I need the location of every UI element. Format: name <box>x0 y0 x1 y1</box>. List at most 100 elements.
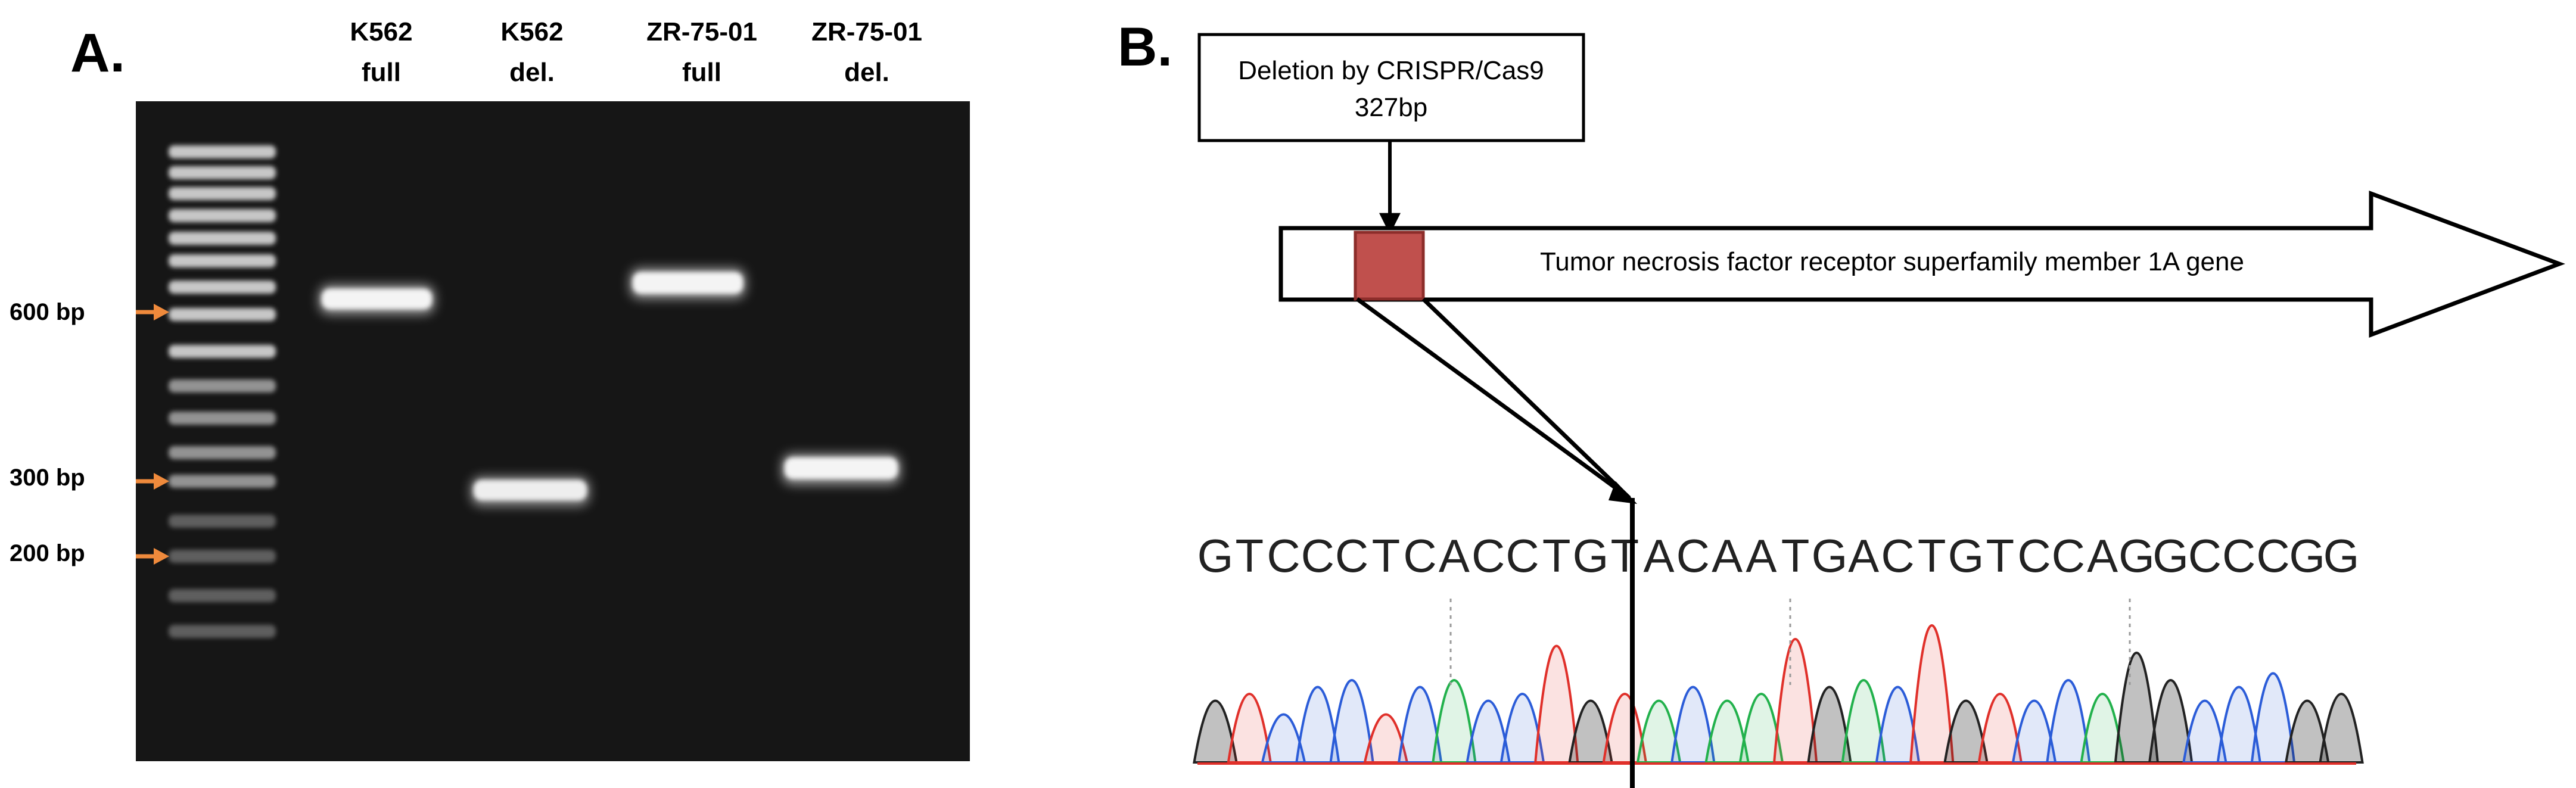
band-k562-full <box>319 285 435 314</box>
trace-peak <box>1636 699 1682 764</box>
ladder-band <box>169 412 276 425</box>
deletion-region <box>1354 231 1425 301</box>
trace-peak <box>1909 624 1955 764</box>
marker-600-arrow <box>136 304 169 320</box>
sequence-base: A <box>2087 530 2118 582</box>
lane-4-sub: del. <box>844 58 889 87</box>
gene-label: Tumor necrosis factor receptor superfami… <box>1540 247 2244 276</box>
ladder-band <box>169 515 276 528</box>
deletion-callout-line1: Deletion by CRISPR/Cas9 <box>1238 56 1544 85</box>
ladder-band <box>169 475 276 488</box>
band-zr7501-del <box>782 454 901 485</box>
sequence-base: C <box>1301 530 1334 582</box>
lane-3-sub: full <box>682 58 721 87</box>
sequence-base: C <box>1676 530 1710 582</box>
sample-bands <box>319 268 901 506</box>
ladder-band <box>169 145 276 158</box>
ladder-band <box>169 209 276 222</box>
trace-peak <box>1499 693 1545 764</box>
sequence-base: G <box>1812 530 1848 582</box>
marker-200-arrow <box>136 548 169 565</box>
sequence-base: C <box>1335 530 1368 582</box>
chromatogram-trace <box>1193 624 2364 764</box>
sequence-base: G <box>1573 530 1609 582</box>
panel-a: A. K562 full K562 del. ZR-75-01 full ZR-… <box>10 17 970 761</box>
band-k562-del <box>471 476 590 506</box>
trace-peak <box>1466 699 1511 764</box>
marker-600-label: 600 bp <box>10 299 85 325</box>
sequence-base: C <box>1471 530 1505 582</box>
trace-peak <box>1363 713 1409 764</box>
sequence-base: G <box>2118 530 2155 582</box>
trace-peak <box>2284 699 2330 764</box>
ladder-band <box>169 254 276 267</box>
ladder-band <box>169 308 276 321</box>
sequence-base: C <box>1881 530 1914 582</box>
sequence-base: C <box>2188 530 2222 582</box>
sequence-base: C <box>2222 530 2255 582</box>
lane-1-sub: full <box>362 58 401 87</box>
trace-peak <box>1534 644 1579 764</box>
sequence-base: C <box>1403 530 1436 582</box>
ladder-band <box>169 232 276 245</box>
zoom-lines <box>1355 297 1637 504</box>
sequence-base: G <box>1948 530 1984 582</box>
size-markers: 600 bp 300 bp 200 bp <box>10 299 169 566</box>
sequence-base: A <box>1712 530 1743 582</box>
sequence-base: G <box>2323 530 2360 582</box>
sequence-base: G <box>2152 530 2189 582</box>
ladder-band <box>169 345 276 358</box>
deletion-callout-line2: 327bp <box>1355 93 1427 122</box>
ladder-band <box>169 187 276 200</box>
position-markers <box>1449 599 2131 685</box>
trace-peak <box>1193 699 1238 764</box>
lane-2-sub: del. <box>509 58 555 87</box>
sequence-base: T <box>1781 530 1810 582</box>
ladder-band <box>169 589 276 602</box>
marker-300-label: 300 bp <box>10 465 85 491</box>
sequence-base: T <box>1372 530 1401 582</box>
trace-peak <box>2114 652 2160 764</box>
ladder-bands <box>169 145 276 638</box>
sequence-base: C <box>1267 530 1300 582</box>
trace-peak <box>2319 693 2364 764</box>
sequence-base: C <box>1505 530 1539 582</box>
trace-peak <box>1875 686 1921 764</box>
trace-peak <box>1772 638 1818 764</box>
gel-image <box>136 101 970 761</box>
sequence-base: C <box>2017 530 2051 582</box>
trace-peak <box>1738 693 1784 764</box>
lane-3-name: ZR-75-01 <box>646 17 757 46</box>
panel-b: B. Deletion by CRISPR/Cas9 327bp Tumor n… <box>1118 17 2565 788</box>
trace-peak <box>1261 713 1306 764</box>
sequence-base: T <box>1542 530 1571 582</box>
sequence-base: A <box>1746 530 1777 582</box>
sequence-base: C <box>2052 530 2085 582</box>
sequence-base: T <box>1986 530 2014 582</box>
sequence-base: T <box>1235 530 1264 582</box>
lane-4-name: ZR-75-01 <box>811 17 922 46</box>
trace-peak <box>2080 693 2125 764</box>
trace-peak <box>2250 672 2296 764</box>
trace-peak <box>1329 679 1374 764</box>
sequence-base: A <box>1848 530 1879 582</box>
sequence-base: T <box>1918 530 1946 582</box>
deletion-callout-box <box>1197 33 1585 142</box>
lane-headers: K562 full K562 del. ZR-75-01 full ZR-75-… <box>350 17 922 87</box>
trace-peak <box>1568 699 1613 764</box>
ladder-band <box>169 166 276 179</box>
sequence-base: G <box>2289 530 2325 582</box>
lane-1-name: K562 <box>350 17 412 46</box>
trace-peak <box>2182 699 2227 764</box>
ladder-band <box>169 379 276 393</box>
ladder-band <box>169 550 276 563</box>
sequence-base: A <box>1439 530 1470 582</box>
panel-b-label: B. <box>1118 17 1172 77</box>
marker-200-label: 200 bp <box>10 540 85 566</box>
sequence-base: G <box>1197 530 1234 582</box>
ladder-band <box>169 281 276 294</box>
ladder-band <box>169 446 276 459</box>
trace-peak <box>1704 699 1750 764</box>
